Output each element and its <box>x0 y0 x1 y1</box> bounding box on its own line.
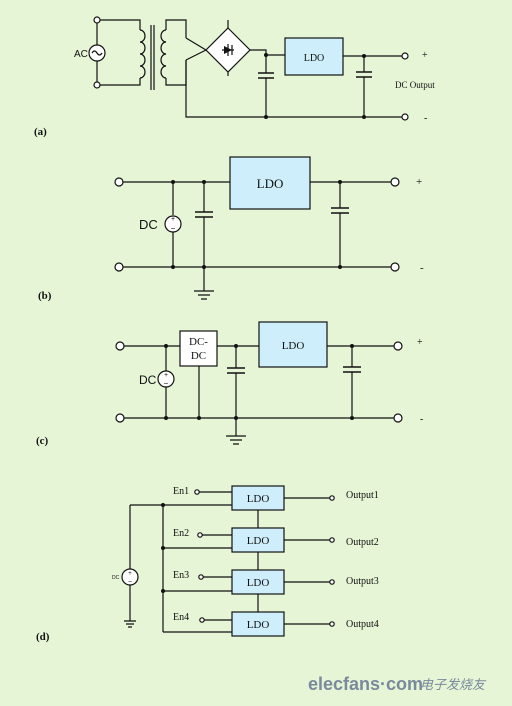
svg-text:−: − <box>171 224 176 233</box>
capacitor-b1 <box>195 211 213 218</box>
output-terminal-minus-c <box>393 413 403 423</box>
panel-label-d: (d) <box>36 631 50 643</box>
capacitor-c2 <box>343 366 361 373</box>
capacitor-c1 <box>227 367 245 374</box>
watermark-chinese: 电子发烧友 <box>420 678 487 693</box>
ldo-label-d4: LDO <box>247 619 270 631</box>
svg-text:+: + <box>128 571 132 577</box>
dcdc-label-line1: DC- <box>189 336 208 348</box>
panel-b: + − DC LDO + - (b) <box>38 156 424 302</box>
ldo-box-a <box>284 37 344 76</box>
transformer-core <box>150 25 155 90</box>
input-terminal-top-b <box>114 177 124 187</box>
enable-label-1: En1 <box>173 486 189 497</box>
output-terminal-minus-b <box>390 262 400 272</box>
output-terminal-d4 <box>329 621 335 627</box>
output-label-4: Output4 <box>346 619 379 630</box>
minus-sign-a: - <box>424 113 427 124</box>
minus-sign-c: - <box>420 414 423 425</box>
output-terminal-minus-a <box>401 113 409 121</box>
transformer-primary-coil <box>139 29 146 79</box>
enable-terminal-1 <box>194 489 200 495</box>
plus-sign-a: + <box>422 50 428 61</box>
output-terminal-plus-c <box>393 341 403 351</box>
enable-label-4: En4 <box>173 612 189 623</box>
ground-symbol-c <box>226 435 246 445</box>
panel-label-c: (c) <box>36 435 49 447</box>
enable-terminal-2 <box>197 532 203 538</box>
watermark-brand: elecfans <box>308 674 380 694</box>
ground-symbol-d <box>124 620 136 628</box>
panel-label-a: (a) <box>34 126 47 138</box>
ldo-box-c <box>258 321 328 368</box>
ldo-label-d1: LDO <box>247 493 270 505</box>
dc-source-d <box>121 568 139 586</box>
ac-label: AC <box>74 49 88 60</box>
ac-input-terminal-bottom <box>93 81 101 89</box>
output-terminal-plus-a <box>401 52 409 60</box>
panel-d: + − DC LDO LDO LDO LDO En1 En2 En3 En4 <box>36 485 379 643</box>
svg-text:+: + <box>171 216 175 223</box>
svg-text:−: − <box>128 579 132 586</box>
svg-text:+: + <box>164 372 168 379</box>
panel-label-b: (b) <box>38 290 52 302</box>
ldo-box-d1 <box>231 485 285 511</box>
capacitor-a2 <box>356 71 372 78</box>
watermark-suffix: com <box>386 674 423 694</box>
output-terminal-plus-b <box>390 177 400 187</box>
ldo-label-c: LDO <box>282 340 305 352</box>
input-terminal-bottom-c <box>115 413 125 423</box>
ldo-label-d2: LDO <box>247 535 270 547</box>
ldo-label-b: LDO <box>257 176 284 191</box>
dc-label-c: DC <box>139 373 157 387</box>
panel-c: + − DC DC- DC LDO + - (c) <box>36 321 423 447</box>
output-label-3: Output3 <box>346 576 379 587</box>
output-label-2: Output2 <box>346 537 379 548</box>
ac-input-terminal-top <box>93 16 101 24</box>
ldo-box-b <box>229 156 311 210</box>
capacitor-a1 <box>258 72 274 79</box>
elecfans-watermark: elecfans·com 电子发烧友 <box>308 674 487 694</box>
watermark-dot: · <box>380 674 386 694</box>
ldo-label-d3: LDO <box>247 577 270 589</box>
panel-a: AC LDO <box>34 16 435 138</box>
dc-source-c <box>157 370 175 388</box>
dcdc-label-line2: DC <box>191 350 206 362</box>
dc-source-b <box>164 215 182 233</box>
plus-sign-b: + <box>416 176 422 188</box>
dc-label-b: DC <box>139 217 158 232</box>
enable-terminal-3 <box>198 574 204 580</box>
transformer-secondary-coil <box>160 29 167 79</box>
ldo-label-a: LDO <box>304 53 325 64</box>
minus-sign-b: - <box>420 262 424 274</box>
dc-output-label: DC Output <box>395 80 435 90</box>
enable-label-3: En3 <box>173 570 189 581</box>
output-terminal-d1 <box>329 495 335 501</box>
ground-symbol-b <box>194 290 214 300</box>
plus-sign-c: + <box>417 337 423 348</box>
enable-terminal-4 <box>199 617 205 623</box>
input-terminal-top-c <box>115 341 125 351</box>
svg-text:−: − <box>164 379 169 388</box>
output-terminal-d2 <box>329 537 335 543</box>
capacitor-b2 <box>331 207 349 214</box>
enable-label-2: En2 <box>173 528 189 539</box>
svg-text:elecfans·com: elecfans·com <box>308 674 423 694</box>
output-label-1: Output1 <box>346 490 379 501</box>
output-terminal-d3 <box>329 579 335 585</box>
input-terminal-bottom-b <box>114 262 124 272</box>
dc-label-d: DC <box>112 575 120 581</box>
